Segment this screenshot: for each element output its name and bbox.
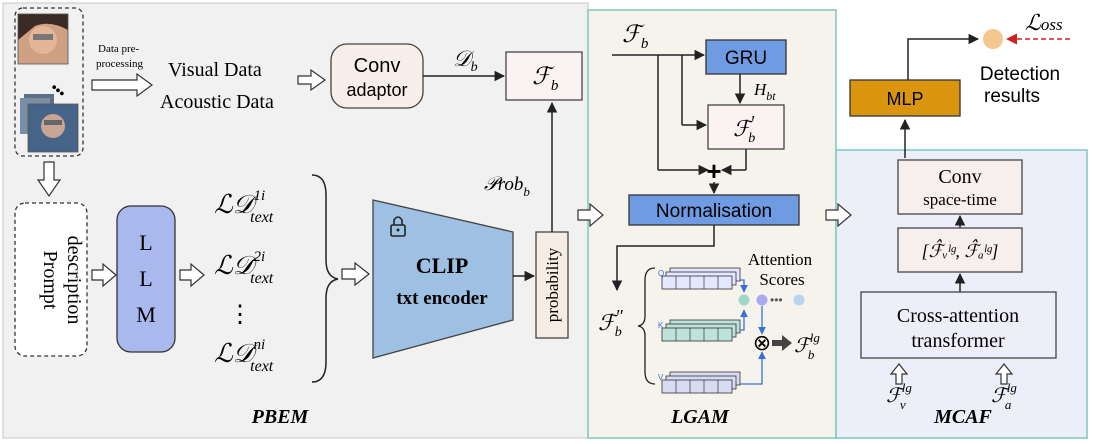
detection-line2: results — [984, 86, 1040, 107]
attention-score-dot-3 — [793, 294, 805, 306]
gru-box — [705, 39, 787, 75]
cross-line2: transformer — [911, 330, 1005, 352]
hollow-arrow-prompt-to-llm — [91, 262, 117, 288]
probability-label: probability — [543, 247, 562, 322]
conv-space-time-box — [897, 159, 1023, 215]
prompt-line2: description — [63, 236, 85, 325]
hollow-arrow-ld-to-clip — [341, 261, 370, 287]
mcaf-section-label: MCAF — [933, 406, 992, 428]
q-to-attention — [740, 279, 748, 293]
q-token-stack — [661, 267, 741, 290]
ld-ellipsis: ⋮ — [228, 302, 252, 328]
visual-data-label: Visual Data — [168, 59, 262, 81]
probability-box — [535, 231, 569, 339]
hollow-arrow-preprocess — [91, 72, 154, 98]
llm-box — [116, 205, 176, 353]
gru-label: GRU — [725, 48, 767, 69]
v-to-otimes — [740, 351, 766, 385]
lgam-fb-input: ℱb — [622, 22, 649, 52]
plus-symbol: + — [706, 156, 721, 186]
cross-line1: Cross-attention — [897, 305, 1019, 327]
conv-adaptor-line1: Conv — [354, 55, 401, 77]
otimes-symbol: ⊗ — [753, 330, 771, 355]
preprocess-label-line1: Data pre- — [98, 43, 140, 55]
db-label: 𝒟b — [453, 46, 478, 75]
hollow-arrow-lgam-to-mcaf — [825, 202, 852, 228]
input-images-frame — [14, 7, 84, 157]
lock-icon — [390, 216, 406, 237]
normalisation-box — [628, 194, 800, 226]
hollow-arrow-fv-up — [889, 363, 909, 385]
fb-dprime-label: ℱ″b — [598, 306, 623, 340]
hollow-arrow-to-conv — [297, 68, 327, 92]
hollow-arrow-llm-to-ld — [179, 262, 205, 288]
conv-adaptor-line2: adaptor — [346, 80, 407, 100]
pbem-panel — [2, 2, 589, 439]
qkv-brace — [637, 267, 656, 385]
detection-result-dot — [983, 29, 1003, 49]
face-image-stack-bottom — [20, 94, 79, 153]
detection-line1: Detection — [980, 64, 1060, 85]
mlp-label: MLP — [886, 89, 923, 109]
fb-prime-label: ℱ′b — [733, 112, 755, 146]
concat-label: [ℱ̂ᵥˡᵍ, ℱ̂ₐˡᵍ] — [922, 239, 999, 261]
norm-to-fbdprime — [611, 225, 715, 292]
right-curly-brace — [311, 174, 339, 383]
llm-letter-3: M — [136, 302, 156, 327]
k-to-attention — [740, 309, 748, 331]
clip-line1: CLIP — [416, 253, 469, 278]
k-token-stack — [661, 319, 741, 342]
q-label: Q — [658, 269, 664, 278]
face-image-stack-top — [17, 13, 69, 65]
mlp-to-result — [907, 33, 980, 80]
attention-line1: Attention — [748, 250, 813, 269]
concat-box — [897, 227, 1023, 273]
acoustic-data-label: Acoustic Data — [160, 91, 274, 113]
prompt-line1: Prompt — [39, 251, 61, 310]
llm-letter-2: L — [139, 266, 152, 291]
otimes-output-arrow — [772, 335, 792, 351]
clip-encoder-trapezoid — [372, 199, 514, 359]
v-label: V — [658, 373, 664, 382]
hollow-arrow-pbem-to-lgam — [577, 202, 604, 228]
k-label: K — [658, 321, 664, 330]
v-token-stack — [661, 371, 741, 394]
hbt-label: Hbt — [753, 80, 776, 103]
attention-score-dot-1 — [738, 294, 750, 306]
llm-letter-1: L — [139, 230, 152, 255]
attention-score-dots: ••• — [770, 293, 783, 307]
prompt-description-box — [14, 202, 88, 357]
prob-label: 𝒫robb — [484, 174, 530, 199]
preprocess-label-line2: processing — [96, 58, 144, 70]
conv-st-line1: Conv — [938, 166, 981, 188]
hollow-arrow-fa-up — [994, 363, 1014, 385]
hollow-arrow-down-to-prompt — [36, 161, 62, 198]
cross-attention-box — [860, 291, 1057, 359]
lgam-section-label: LGAM — [670, 406, 730, 428]
fb-box — [505, 51, 583, 101]
attention-score-dot-2 — [756, 294, 768, 306]
clip-line2: txt encoder — [396, 288, 488, 309]
pbem-section-label: PBEM — [251, 406, 310, 428]
fb-prime-box — [707, 104, 785, 150]
normalisation-label: Normalisation — [656, 201, 772, 222]
conv-st-line2: space-time — [923, 190, 997, 209]
loss-label: ℒoss — [1025, 10, 1063, 35]
mlp-box — [849, 79, 961, 117]
fb-box-label: ℱb — [532, 64, 559, 94]
attention-line2: Scores — [759, 270, 804, 289]
